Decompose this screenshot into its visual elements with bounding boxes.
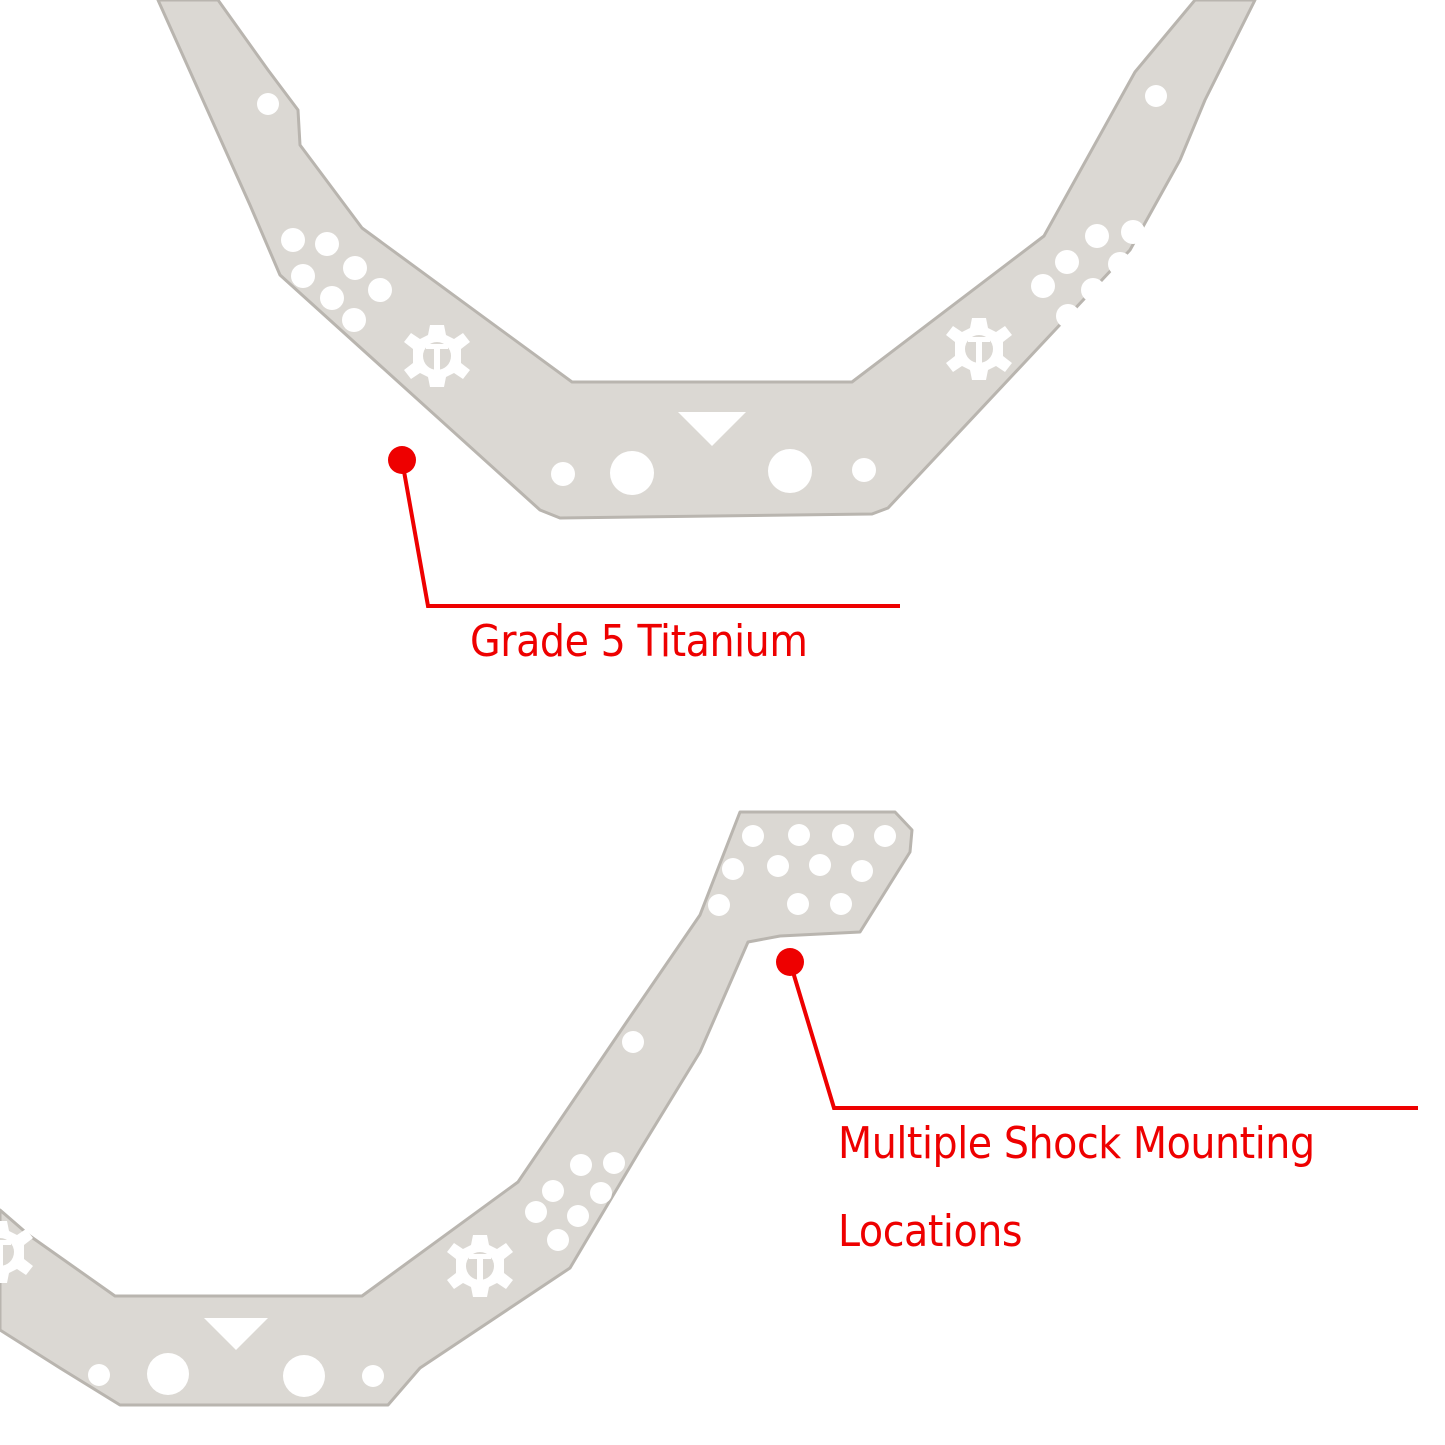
callout-bottom-leader bbox=[788, 961, 1418, 1110]
callout-top-leader bbox=[400, 459, 900, 608]
callout-bottom-label-line1: Multiple Shock Mounting bbox=[838, 1118, 1315, 1169]
callout-bottom bbox=[776, 948, 1418, 1110]
triangle-marker-icon bbox=[204, 1318, 268, 1350]
top-link-plate bbox=[156, 0, 1257, 520]
callout-bottom-label-line2: Locations bbox=[838, 1206, 1023, 1257]
callout-top bbox=[388, 446, 900, 608]
bottom-link-plate bbox=[0, 810, 914, 1407]
callout-top-label: Grade 5 Titanium bbox=[470, 616, 808, 667]
triangle-marker-icon bbox=[678, 412, 746, 446]
